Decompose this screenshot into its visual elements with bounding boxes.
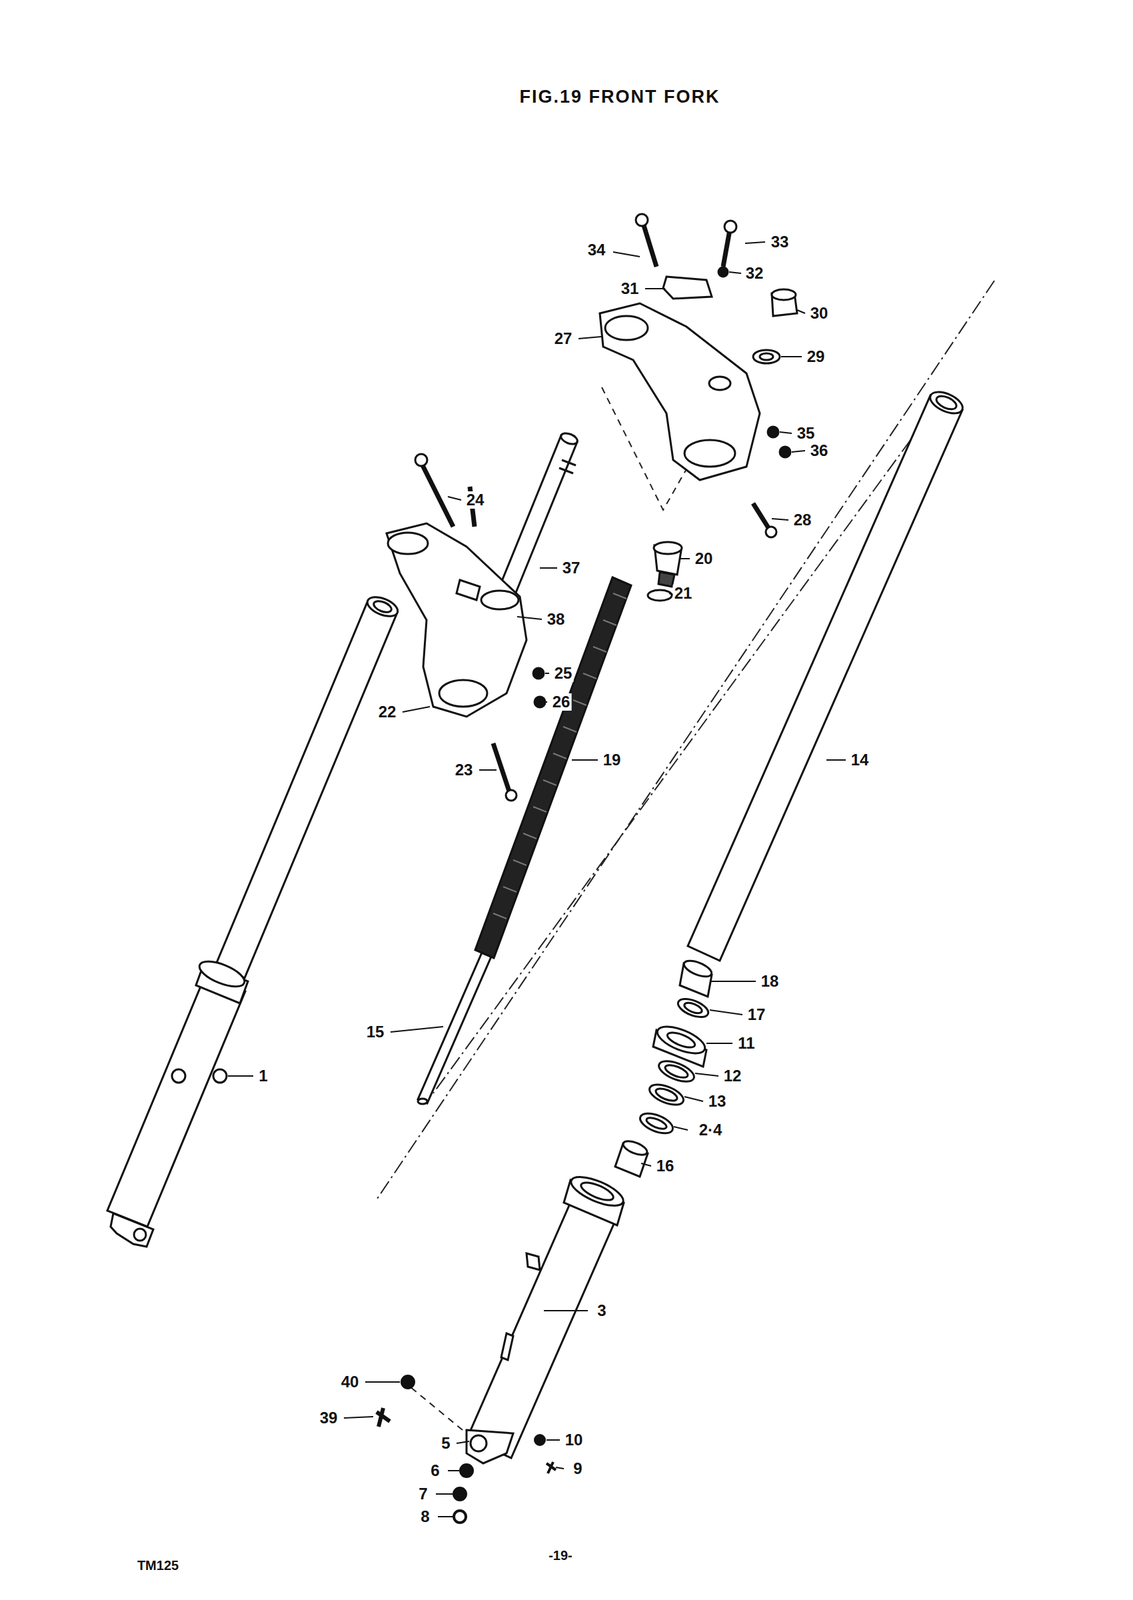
callout-number: 31 (619, 279, 641, 298)
callout-number: 18 (759, 972, 781, 990)
callout-number: 19 (601, 751, 623, 769)
callout-number: 34 (586, 241, 608, 259)
callout-number: 29 (805, 347, 827, 366)
leader-lines (227, 241, 846, 1517)
outer-slider (466, 1170, 628, 1463)
callout-number: 23 (453, 761, 475, 779)
inner-tube (687, 387, 966, 961)
callout-number: 2·4 (697, 1121, 724, 1139)
callout-number: 9 (571, 1459, 584, 1477)
callout-number: 3 (595, 1301, 608, 1319)
callout-number: 11 (736, 1034, 756, 1052)
callout-number: 1 (257, 1067, 269, 1085)
callout-number: 17 (746, 1005, 768, 1024)
callout-number: 28 (792, 511, 814, 529)
callout-number: 25 (553, 664, 574, 682)
callout-number: 24 (465, 491, 486, 509)
callout-number: 6 (429, 1461, 441, 1479)
callout-number: 20 (693, 549, 715, 568)
callout-number: 38 (545, 610, 567, 628)
callout-number: 7 (417, 1484, 429, 1503)
callout-number: 33 (769, 233, 791, 251)
seal-stack (615, 957, 714, 1177)
callout-number: 36 (809, 441, 830, 460)
callout-number: 37 (561, 559, 582, 577)
callout-number: 8 (419, 1507, 431, 1525)
callout-number: 22 (377, 703, 398, 721)
callout-number: 30 (809, 304, 830, 322)
callout-number: 32 (744, 264, 766, 282)
page-marking: TM125 (135, 1557, 180, 1573)
callout-number: 16 (655, 1156, 676, 1175)
callout-number: 27 (553, 329, 574, 348)
upper-bracket (599, 213, 798, 538)
callout-number: 39 (318, 1408, 340, 1427)
callout-number: 10 (563, 1430, 585, 1449)
callout-number: 35 (795, 424, 817, 442)
callout-number: 40 (339, 1372, 361, 1391)
small-hardware (376, 1374, 556, 1523)
callout-number: 14 (849, 751, 871, 769)
page-marking: -19- (547, 1547, 574, 1563)
callout-number: 12 (722, 1067, 744, 1085)
left-fork-leg (107, 593, 401, 1247)
callout-number: 13 (707, 1092, 728, 1110)
center-lines (377, 280, 995, 1433)
figure-title: FIG.19 FRONT FORK (517, 85, 722, 108)
callout-number: 15 (365, 1023, 386, 1041)
callout-number: 21 (673, 584, 694, 602)
callout-number: 26 (551, 693, 572, 711)
lower-bracket (386, 453, 546, 801)
callout-number: 5 (439, 1434, 452, 1452)
